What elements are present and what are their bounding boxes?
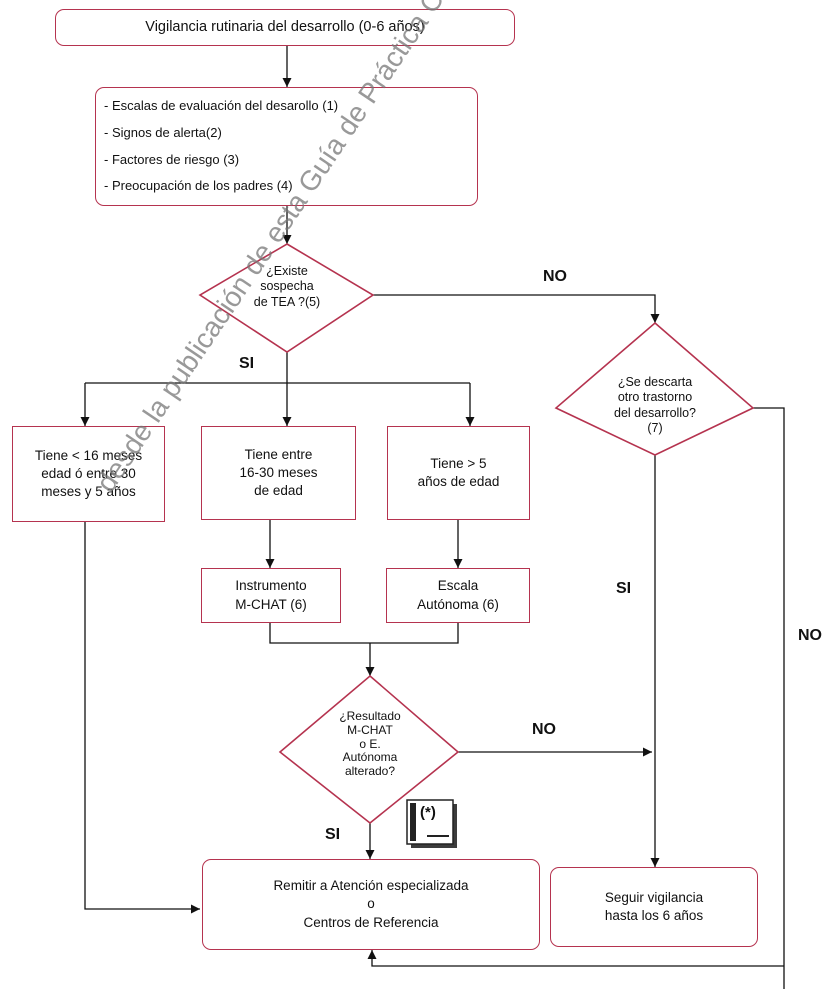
decision-other-line: (7) bbox=[647, 420, 663, 435]
start-box-text: Vigilancia rutinaria del desarrollo (0-6… bbox=[145, 18, 425, 35]
decision-result-line: o E. bbox=[359, 736, 381, 751]
age-under16-line: Tiene < 16 meses bbox=[34, 447, 143, 463]
age-under16-line: edad ó entre 30 bbox=[41, 465, 136, 481]
decision-other-text: ¿Se descarta otro trastorno del desarrol… bbox=[595, 375, 715, 436]
assessment-item: - Escalas de evaluación del desarollo (1… bbox=[104, 98, 339, 114]
decision-tea-line: ¿Existe bbox=[266, 264, 308, 278]
decision-tea-text: ¿Existe sospecha de TEA ?(5) bbox=[227, 264, 347, 310]
age-16-30-line: Tiene entre bbox=[244, 446, 313, 462]
arrow-under16-to-refer bbox=[84, 522, 200, 914]
label-no-tea: NO bbox=[543, 268, 567, 285]
decision-other-line: del desarrollo? bbox=[614, 405, 696, 420]
autonoma-box: Escala Autónoma (6) bbox=[386, 568, 530, 623]
refer-line: Remitir a Atención especializada bbox=[273, 878, 469, 894]
label-no-other: NO bbox=[798, 627, 822, 644]
follow-box: Seguir vigilancia hasta los 6 años bbox=[550, 867, 758, 947]
age-under16-line: meses y 5 años bbox=[41, 484, 136, 500]
age-under16-box: Tiene < 16 meses edad ó entre 30 meses y… bbox=[12, 426, 165, 522]
label-si-result: SI bbox=[325, 826, 341, 843]
assessment-item: - Signos de alerta(2) bbox=[104, 124, 222, 140]
label-no-result: NO bbox=[532, 721, 556, 738]
arrow-tea-no bbox=[373, 294, 660, 323]
age-16-30-line: 16-30 meses bbox=[239, 464, 318, 480]
decision-result-line: Autónoma bbox=[342, 750, 398, 765]
decision-diamond-other bbox=[554, 321, 755, 456]
assessment-item: - Factores de riesgo (3) bbox=[104, 151, 240, 167]
autonoma-line: Escala bbox=[437, 578, 479, 594]
decision-result-text: ¿Resultado M-CHAT o E. Autónoma alterado… bbox=[320, 709, 420, 779]
document-note-text: (*) bbox=[420, 804, 436, 821]
decision-other-line: otro trastorno bbox=[617, 390, 693, 405]
assessment-item: - Preocupación de los padres (4) bbox=[104, 178, 293, 194]
label-si-tea: SI bbox=[239, 355, 255, 372]
refer-line: o bbox=[367, 896, 375, 912]
age-16-30-box: Tiene entre 16-30 meses de edad bbox=[201, 426, 356, 520]
decision-diamond-result bbox=[278, 674, 460, 825]
decision-tea-line: sospecha bbox=[260, 279, 314, 294]
start-box: Vigilancia rutinaria del desarrollo (0-6… bbox=[55, 9, 515, 46]
follow-line: hasta los 6 años bbox=[604, 908, 704, 923]
age-over5-line: Tiene > 5 bbox=[430, 455, 487, 471]
refer-line: Centros de Referencia bbox=[303, 914, 439, 930]
assessment-box: - Escalas de evaluación del desarollo (1… bbox=[95, 87, 478, 206]
decision-tea-line: de TEA ?(5) bbox=[253, 294, 321, 309]
decision-other-line: ¿Se descarta bbox=[617, 375, 693, 389]
age-over5-box: Tiene > 5 años de edad bbox=[387, 426, 530, 520]
decision-result-line: ¿Resultado bbox=[339, 709, 401, 723]
follow-line: Seguir vigilancia bbox=[604, 889, 704, 905]
arrow-return-to-refer bbox=[367, 950, 784, 967]
refer-box: Remitir a Atención especializada o Centr… bbox=[202, 859, 540, 950]
decision-result-line: M-CHAT bbox=[347, 722, 393, 737]
line-mchat-down bbox=[269, 623, 459, 644]
label-si-other: SI bbox=[616, 580, 632, 597]
mchat-box: Instrumento M-CHAT (6) bbox=[201, 568, 341, 623]
mchat-line: Instrumento bbox=[235, 578, 307, 594]
age-over5-line: años de edad bbox=[417, 474, 500, 489]
document-note-icon: (*) bbox=[405, 798, 461, 852]
mchat-line: M-CHAT (6) bbox=[235, 596, 307, 612]
decision-result-line: alterado? bbox=[344, 764, 396, 779]
autonoma-line: Autónoma (6) bbox=[417, 596, 499, 612]
age-16-30-line: de edad bbox=[254, 483, 303, 499]
decision-diamond-tea bbox=[198, 243, 375, 353]
arrow-other-no bbox=[753, 407, 785, 989]
